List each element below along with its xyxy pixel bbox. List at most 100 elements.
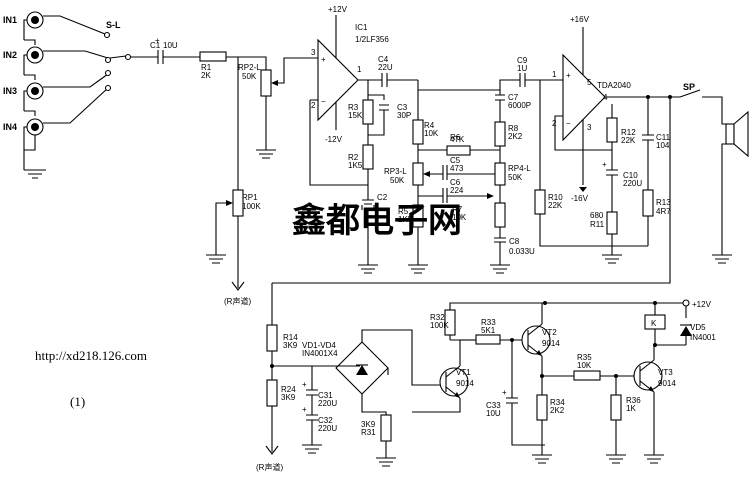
c1-capacitor <box>157 50 164 64</box>
svg-text:C7: C7 <box>508 93 519 102</box>
svg-text:C11: C11 <box>656 133 671 142</box>
rp4-potentiometer <box>494 162 506 186</box>
svg-text:R14: R14 <box>283 333 298 342</box>
svg-text:1K5: 1K5 <box>398 215 413 224</box>
svg-text:R7: R7 <box>452 205 463 214</box>
svg-text:-12V: -12V <box>325 135 343 144</box>
svg-text:220U: 220U <box>318 424 337 433</box>
svg-text:50K: 50K <box>508 173 523 182</box>
tone-control: R4 10K RP3-L 50K R5 1K5 R6 47K C5 473 C6… <box>384 56 555 274</box>
ground-symbol <box>24 169 46 179</box>
svg-text:VD5: VD5 <box>690 323 706 332</box>
svg-text:3K9: 3K9 <box>283 341 298 350</box>
svg-text:R33: R33 <box>481 318 496 327</box>
svg-text:220U: 220U <box>623 179 642 188</box>
svg-text:1K: 1K <box>626 404 636 413</box>
r34-resistor <box>536 394 548 421</box>
svg-text:C10: C10 <box>623 171 638 180</box>
c7-capacitor <box>495 94 505 101</box>
svg-text:+: + <box>302 405 307 414</box>
rp3-potentiometer <box>412 162 424 186</box>
svg-text:R12: R12 <box>621 128 636 137</box>
svg-text:R3: R3 <box>348 103 359 112</box>
label-c1-plus: + <box>155 36 160 45</box>
svg-text:SP: SP <box>683 82 695 92</box>
svg-text:IC1: IC1 <box>355 23 368 32</box>
svg-text:RP1: RP1 <box>242 193 258 202</box>
svg-text:RP4-L: RP4-L <box>508 164 531 173</box>
svg-text:+: + <box>302 380 307 389</box>
svg-text:R1: R1 <box>201 63 212 72</box>
svg-text:1: 1 <box>552 70 557 79</box>
svg-text:C32: C32 <box>318 416 333 425</box>
svg-text:100K: 100K <box>242 202 261 211</box>
svg-text:C8: C8 <box>509 237 520 246</box>
protection-circuit: R14 3K9 R24 3K9 (R声道) + + C31 220U C32 2… <box>256 283 716 472</box>
svg-text:9014: 9014 <box>542 339 560 348</box>
svg-text:+12V: +12V <box>328 5 348 14</box>
svg-text:R4: R4 <box>424 121 435 130</box>
svg-text:47K: 47K <box>450 135 465 144</box>
svg-text:+: + <box>321 55 326 64</box>
svg-text:1U: 1U <box>517 64 527 73</box>
c10-capacitor <box>606 169 618 212</box>
svg-text:R31: R31 <box>361 428 376 437</box>
svg-text:R11: R11 <box>590 220 605 229</box>
r6-resistor <box>446 145 471 156</box>
svg-text:+: + <box>602 160 607 169</box>
r24-resistor <box>266 379 278 407</box>
svg-text:10K: 10K <box>424 129 439 138</box>
svg-text:RP2-L: RP2-L <box>238 63 261 72</box>
c31-c32-capacitors <box>306 389 318 445</box>
vd5-diode <box>680 326 692 336</box>
svg-text:3: 3 <box>587 123 592 132</box>
svg-text:50K: 50K <box>242 72 257 81</box>
website-url: http://xd218.126.com <box>35 348 147 363</box>
svg-text:C5: C5 <box>450 156 461 165</box>
svg-text:9014: 9014 <box>658 379 676 388</box>
label-r-channel-2: (R声道) <box>256 462 283 472</box>
svg-text:C3: C3 <box>397 103 408 112</box>
svg-text:C4: C4 <box>378 55 389 64</box>
svg-text:10U: 10U <box>163 41 178 50</box>
svg-text:1K5: 1K5 <box>348 161 363 170</box>
label-sl: S-L <box>106 20 121 30</box>
input-jacks: IN1 IN2 IN3 IN4 S-L <box>3 11 158 179</box>
label-in1: IN1 <box>3 15 17 25</box>
svg-text:220U: 220U <box>318 399 337 408</box>
svg-text:680: 680 <box>590 211 604 220</box>
svg-text:2K2: 2K2 <box>550 406 565 415</box>
svg-text:3K9: 3K9 <box>281 393 296 402</box>
svg-text:TDA2040: TDA2040 <box>597 81 631 90</box>
svg-text:IN4001: IN4001 <box>690 333 716 342</box>
svg-text:+16V: +16V <box>570 15 590 24</box>
svg-text:+: + <box>566 71 571 80</box>
speaker <box>725 123 735 145</box>
r1-resistor <box>199 51 227 62</box>
rp2-potentiometer <box>260 69 272 97</box>
tda2040-amplifier <box>562 53 606 142</box>
svg-text:1/2LF356: 1/2LF356 <box>355 35 389 44</box>
r33-resistor <box>475 334 501 345</box>
svg-text:R5: R5 <box>398 207 409 216</box>
svg-text:C31: C31 <box>318 391 333 400</box>
r11-resistor <box>606 211 618 235</box>
label-r-channel-1: (R声道) <box>224 296 251 306</box>
svg-text:R2: R2 <box>348 153 359 162</box>
label-in2: IN2 <box>3 50 17 60</box>
svg-text:R8: R8 <box>508 124 519 133</box>
svg-text:4R7: 4R7 <box>656 207 671 216</box>
label-c1: C1 <box>150 41 161 50</box>
svg-text:2K: 2K <box>201 71 211 80</box>
label-in3: IN3 <box>3 86 17 96</box>
r13-resistor <box>642 189 654 217</box>
svg-text:-16V: -16V <box>571 194 589 203</box>
svg-text:30P: 30P <box>397 111 411 120</box>
svg-text:10K: 10K <box>577 361 592 370</box>
input-stage: C1 + 10U R1 2K RP2-L 50K RP1 100K (R声道) <box>150 36 310 306</box>
r2-resistor <box>362 144 374 170</box>
r35-resistor <box>573 370 601 381</box>
svg-text:C6: C6 <box>450 178 461 187</box>
